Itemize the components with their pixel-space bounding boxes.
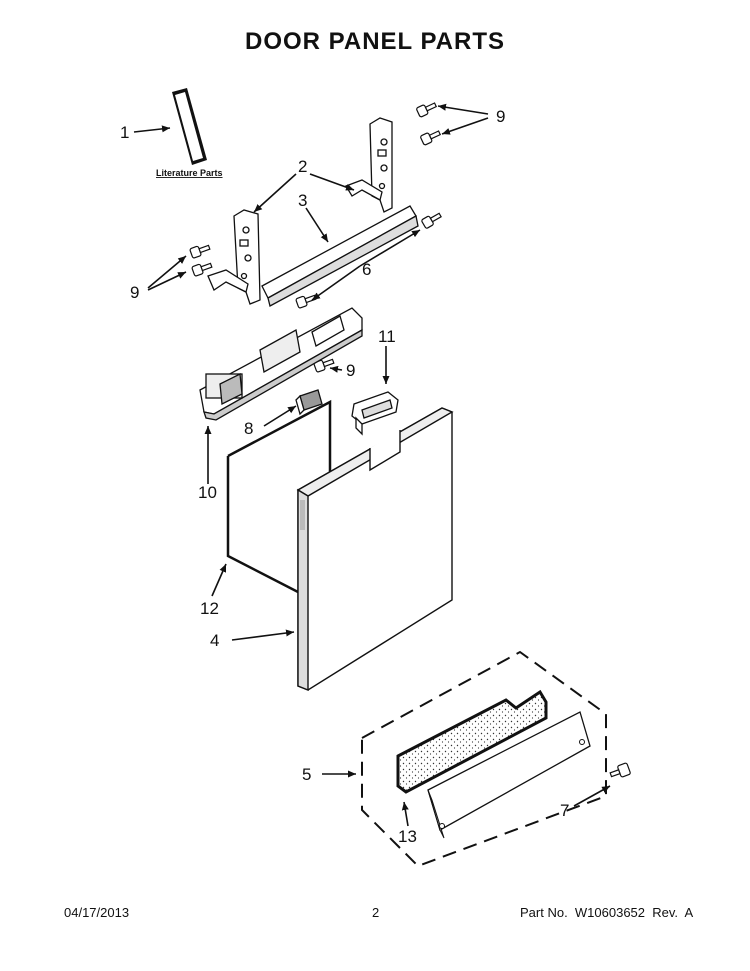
callout-11: 11 [378,327,396,346]
screws [189,102,442,373]
callout-12: 12 [200,599,219,618]
page-title: DOOR PANEL PARTS [244,28,506,55]
toe-panel-group [361,650,631,868]
callout-leaders [133,103,611,827]
callout-9-mid: 9 [346,361,355,380]
footer-part-number: Part No. W10603652 Rev. A [520,905,694,920]
callout-4: 4 [210,631,219,650]
callout-9-upper: 9 [496,107,505,126]
callout-13: 13 [398,827,417,846]
callout-9-left: 9 [130,283,139,302]
hinge-bracket-left [207,209,261,305]
literature-booklet [172,88,207,165]
callout-10: 10 [198,483,217,502]
door-gasket [226,399,332,594]
footer-page-number: 2 [372,905,380,920]
callout-3: 3 [298,191,307,210]
hinge-bracket-right [345,117,393,213]
callout-2: 2 [298,157,307,176]
callout-5: 5 [302,765,311,784]
channel-bracket [261,205,419,307]
footer-date: 04/17/2013 [64,905,130,920]
control-console [199,307,363,421]
callout-1: 1 [120,123,129,142]
switch-part [295,389,323,416]
callout-8: 8 [244,419,253,438]
literature-parts-label: Literature Parts [156,168,223,178]
callout-7: 7 [560,801,569,820]
handle-insert [351,391,399,436]
outer-door-panel [296,407,454,692]
callout-6: 6 [362,260,371,279]
